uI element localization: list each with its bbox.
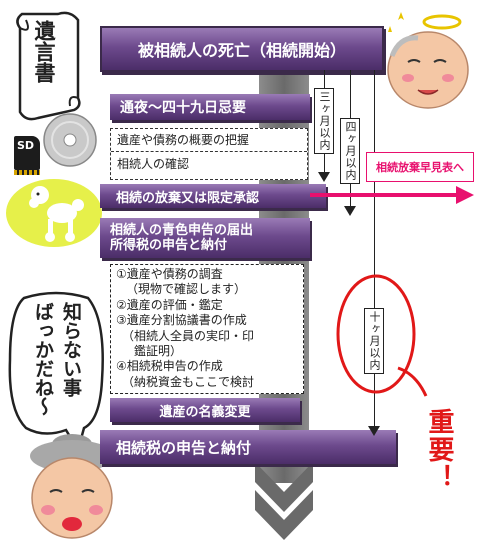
- grandpa-angel-icon: [387, 12, 469, 109]
- three-month-tag: 三ヶ月以内: [314, 88, 334, 154]
- important-mark: 重要！: [424, 408, 454, 492]
- steps-line-3: ②遺産の評価・鑑定: [116, 297, 223, 312]
- pink-arrow-head-icon: [456, 186, 474, 204]
- renounce-chart-link-label: 相続放棄早見表へ: [376, 161, 464, 174]
- steps-line-4: ③遺産分割協議書の作成: [116, 313, 247, 328]
- ten-month-line: [374, 70, 375, 430]
- will-scroll-text: 遺言書: [32, 20, 56, 83]
- steps-line-1: ①遺産や債務の調査: [116, 267, 223, 281]
- ten-month-arrowhead: [368, 426, 380, 436]
- three-month-arrowhead: [318, 172, 330, 182]
- step-renounce-label: 相続の放棄又は限定承認: [116, 190, 260, 206]
- ten-month-label: 十ヶ月以内: [368, 311, 381, 371]
- step-renounce: 相続の放棄又は限定承認: [100, 184, 326, 208]
- steps-line-2: （現物で確認します）: [126, 282, 247, 297]
- step-wake-label: 通夜〜四十九日忌要: [120, 100, 246, 116]
- four-month-arrowhead: [344, 206, 356, 216]
- steps-box: ①遺産や債務の調査 （現物で確認します） ②遺産の評価・鑑定 ③遺産分割協議書の…: [110, 264, 304, 394]
- step-name-change: 遺産の名義変更: [110, 398, 300, 422]
- timeline-arrow-icon: [255, 462, 313, 540]
- four-month-label: 四ヶ月以内: [344, 121, 357, 181]
- highlight-ellipse: [336, 274, 416, 394]
- grandma-icon: [30, 434, 114, 539]
- grasp-item-1: 遺産や債務の概要の把握: [117, 133, 250, 147]
- pointer-stroke: [397, 366, 428, 397]
- steps-line-5: （相続人全員の実印・印: [122, 328, 255, 343]
- step-inheritance-start-label: 被相続人の死亡（相続開始）: [137, 41, 346, 60]
- poodle-icon: [6, 179, 102, 247]
- speech-line-2: ばっかだね〜: [32, 302, 54, 416]
- three-month-label: 三ヶ月以内: [318, 91, 331, 151]
- blue-return-line-1: 相続人の青色申告の届出: [110, 223, 254, 238]
- steps-line-6: 鑑証明）: [134, 344, 183, 359]
- steps-line-8: （納税資金もここで検討: [122, 374, 255, 389]
- sd-card-icon: SD: [14, 136, 40, 175]
- speech-line-1: 知らない事: [60, 302, 82, 397]
- blue-return-line-2: 所得税の申告と納付: [110, 238, 228, 253]
- sd-card-label: SD: [17, 139, 35, 152]
- grasp-box: 遺産や債務の概要の把握 相続人の確認: [110, 128, 308, 180]
- steps-line-7: ④相続税申告の作成: [116, 359, 223, 374]
- step-tax-return-label: 相続税の申告と納付: [116, 438, 252, 457]
- renounce-chart-link[interactable]: 相続放棄早見表へ: [366, 152, 474, 182]
- will-scroll-icon: [16, 11, 81, 121]
- four-month-tag: 四ヶ月以内: [340, 118, 360, 184]
- step-blue-return: 相続人の青色申告の届出 所得税の申告と納付: [100, 218, 310, 258]
- grasp-item-2: 相続人の確認: [117, 157, 190, 171]
- step-inheritance-start: 被相続人の死亡（相続開始）: [100, 26, 384, 72]
- step-wake: 通夜〜四十九日忌要: [110, 94, 310, 120]
- step-name-change-label: 遺産の名義変更: [159, 404, 251, 420]
- pink-arrow-line: [310, 193, 460, 197]
- cd-disc-icon: [43, 113, 97, 167]
- step-tax-return: 相続税の申告と納付: [100, 430, 396, 464]
- ten-month-tag: 十ヶ月以内: [364, 308, 384, 374]
